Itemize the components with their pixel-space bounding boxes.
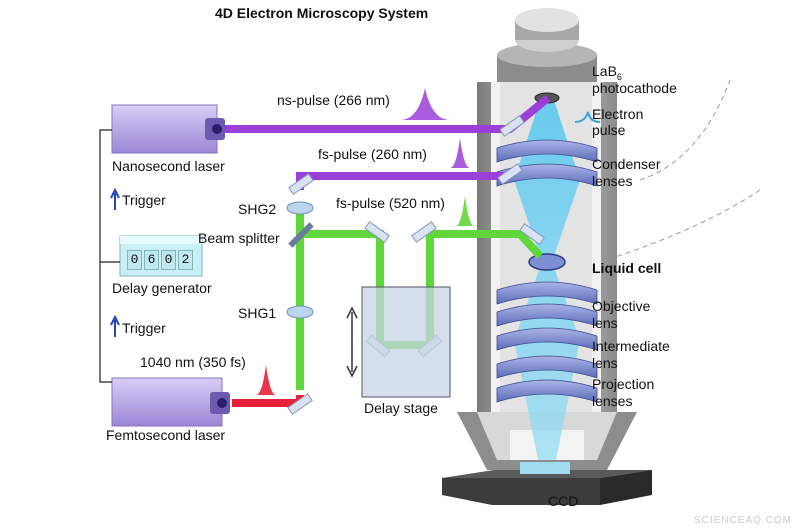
ns-pulse-label: ns-pulse (266 nm)	[277, 92, 390, 108]
liquid-cell	[528, 253, 566, 271]
projection-lenses-label: lenses	[592, 393, 633, 409]
electron-pulse-shape	[574, 111, 601, 123]
trigger-arrow-top	[110, 187, 120, 210]
condenser-lenses-label: lenses	[592, 173, 633, 189]
ccd-label: CCD	[548, 493, 579, 509]
delay-digit: 6	[144, 250, 159, 270]
beam-splitter-plate	[288, 222, 314, 248]
trigger-label-top: Trigger	[122, 192, 166, 208]
zoom-line-top	[639, 79, 731, 181]
delay-digit: 0	[127, 250, 142, 270]
pulse-1040-label: 1040 nm (350 fs)	[140, 354, 246, 370]
femtosecond-laser-box	[111, 377, 230, 427]
delay-display: 0 6 0 2	[127, 250, 193, 270]
photocathode-label: photocathode	[592, 80, 677, 96]
nanosecond-laser-box	[111, 104, 225, 154]
shg2-label: SHG2	[238, 201, 277, 217]
watermark: SCIENCEAQ.COM	[693, 515, 792, 526]
delay-stage-arrow	[346, 306, 358, 378]
pulse-label: pulse	[592, 122, 626, 138]
beam-splitter-label: Beam splitter	[198, 230, 280, 246]
zoom-line-bottom	[599, 189, 761, 263]
intermediate-lens-label: lens	[592, 355, 618, 371]
delay-digit: 2	[178, 250, 193, 270]
lab6-label: LaB6	[592, 63, 622, 82]
delay-generator-label: Delay generator	[112, 280, 212, 296]
delay-stage-label: Delay stage	[364, 400, 438, 416]
shg1-label: SHG1	[238, 305, 277, 321]
fs-pulse-520-label: fs-pulse (520 nm)	[336, 195, 445, 211]
delay-stage-box	[361, 286, 451, 398]
trigger-wire	[99, 129, 120, 383]
projection-label: Projection	[592, 376, 655, 392]
lab6-main-text: LaB	[592, 63, 617, 79]
fs-pulse-520-shape	[456, 196, 474, 226]
liquid-cell-label: Liquid cell	[592, 260, 662, 276]
lab6-subscript: 6	[616, 72, 622, 82]
intermediate-label: Intermediate	[592, 338, 670, 354]
electron-label: Electron	[592, 106, 644, 122]
objective-lens-label: lens	[592, 315, 618, 331]
delay-digit: 0	[161, 250, 176, 270]
condenser-label: Condenser	[592, 156, 661, 172]
femtosecond-laser-label: Femtosecond laser	[106, 427, 226, 443]
red-pulse-shape	[256, 365, 276, 395]
shg2-crystal	[286, 201, 314, 215]
fs-pulse-260-shape	[450, 138, 470, 168]
objective-label: Objective	[592, 298, 651, 314]
fs-pulse-260-label: fs-pulse (260 nm)	[318, 146, 427, 162]
red-beam	[232, 395, 304, 407]
ccd-detector	[442, 462, 652, 505]
trigger-arrow-bottom	[110, 314, 120, 337]
page-title: 4D Electron Microscopy System	[215, 5, 429, 21]
nanosecond-laser-label: Nanosecond laser	[112, 158, 225, 174]
trigger-label-bottom: Trigger	[122, 320, 166, 336]
ns-pulse-shape	[400, 88, 450, 120]
shg1-crystal	[286, 305, 314, 319]
